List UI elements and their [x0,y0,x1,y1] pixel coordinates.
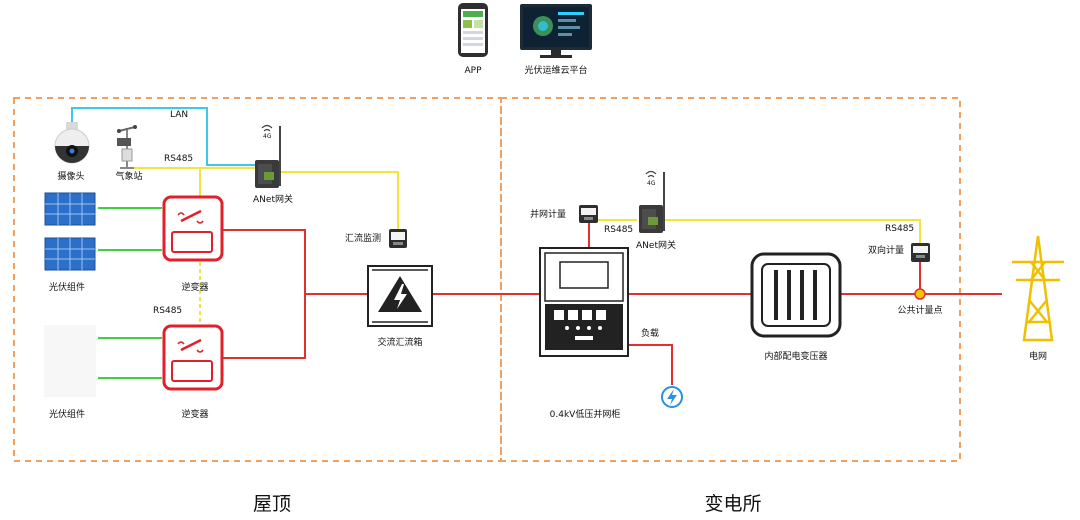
meter-icon-grid [579,205,598,223]
gateway-signal-label-substation: 4G [647,180,656,187]
inverter-icon [162,324,224,391]
substation-region-title: 变电所 [704,493,762,515]
low-voltage-cabinet-icon [539,247,629,357]
substation-region-border [500,97,961,462]
gateway-icon-substation [639,170,665,233]
ac-combiner-box-icon [367,265,433,327]
transmission-tower-icon [1012,235,1064,342]
rs485-label-mid: RS485 [153,306,183,316]
rs485-line-bidirectional-meter [665,219,921,243]
camera-icon [54,122,90,164]
ac-line-inverter-1 [222,229,306,294]
platform-label: 光伏运维云平台 [524,66,588,76]
public-metering-point-label: 公共计量点 [897,306,943,316]
cabinet-label: 0.4kV低压并网柜 [549,410,621,420]
inverter-label-1: 逆变器 [181,283,209,293]
meter-icon-bidirectional [911,243,930,262]
ac-line-load [628,344,673,385]
lan-line [71,107,255,166]
weather-station-label: 气象站 [115,172,143,182]
rs485-line-combiner-monitor [280,171,399,230]
transformer-icon [750,252,842,338]
phone-icon [458,3,488,57]
load-power-icon [661,386,683,408]
ac-line-inverter-2 [222,294,306,359]
pv-module-label-1: 光伏组件 [48,283,86,293]
solar-panel-icon [44,237,96,271]
app-label: APP [464,66,482,76]
rooftop-region-title: 屋顶 [252,493,292,515]
rs485-label-top: RS485 [164,154,194,164]
gateway-label-rooftop: ANet网关 [253,195,293,205]
grid-label: 电网 [1028,352,1048,362]
bidirectional-meter-label: 双向计量 [868,246,905,256]
ac-combiner-label: 交流汇流箱 [377,338,423,348]
solar-panel-placeholder [44,325,96,397]
rs485-label-right: RS485 [885,224,915,234]
pv-module-label-2: 光伏组件 [48,410,86,420]
combiner-monitor-label: 汇流监测 [345,234,382,244]
public-metering-point-marker [914,288,926,300]
rooftop-region-border [13,97,502,462]
camera-label: 摄像头 [57,172,85,182]
transformer-label: 内部配电变压器 [764,352,828,362]
inverter-icon [162,195,224,262]
gateway-label-substation: ANet网关 [636,241,676,251]
inverter-label-2: 逆变器 [181,410,209,420]
gateway-icon-rooftop [255,124,281,188]
weather-station-icon [117,125,137,169]
grid-meter-label: 并网计量 [530,210,567,220]
monitor-icon [520,4,592,58]
gateway-signal-label: 4G [263,133,272,140]
load-label: 负载 [641,329,660,339]
lan-label: LAN [170,110,189,120]
meter-icon-combiner [389,229,407,248]
solar-panel-icon [44,192,96,226]
rs485-label-left: RS485 [604,225,634,235]
